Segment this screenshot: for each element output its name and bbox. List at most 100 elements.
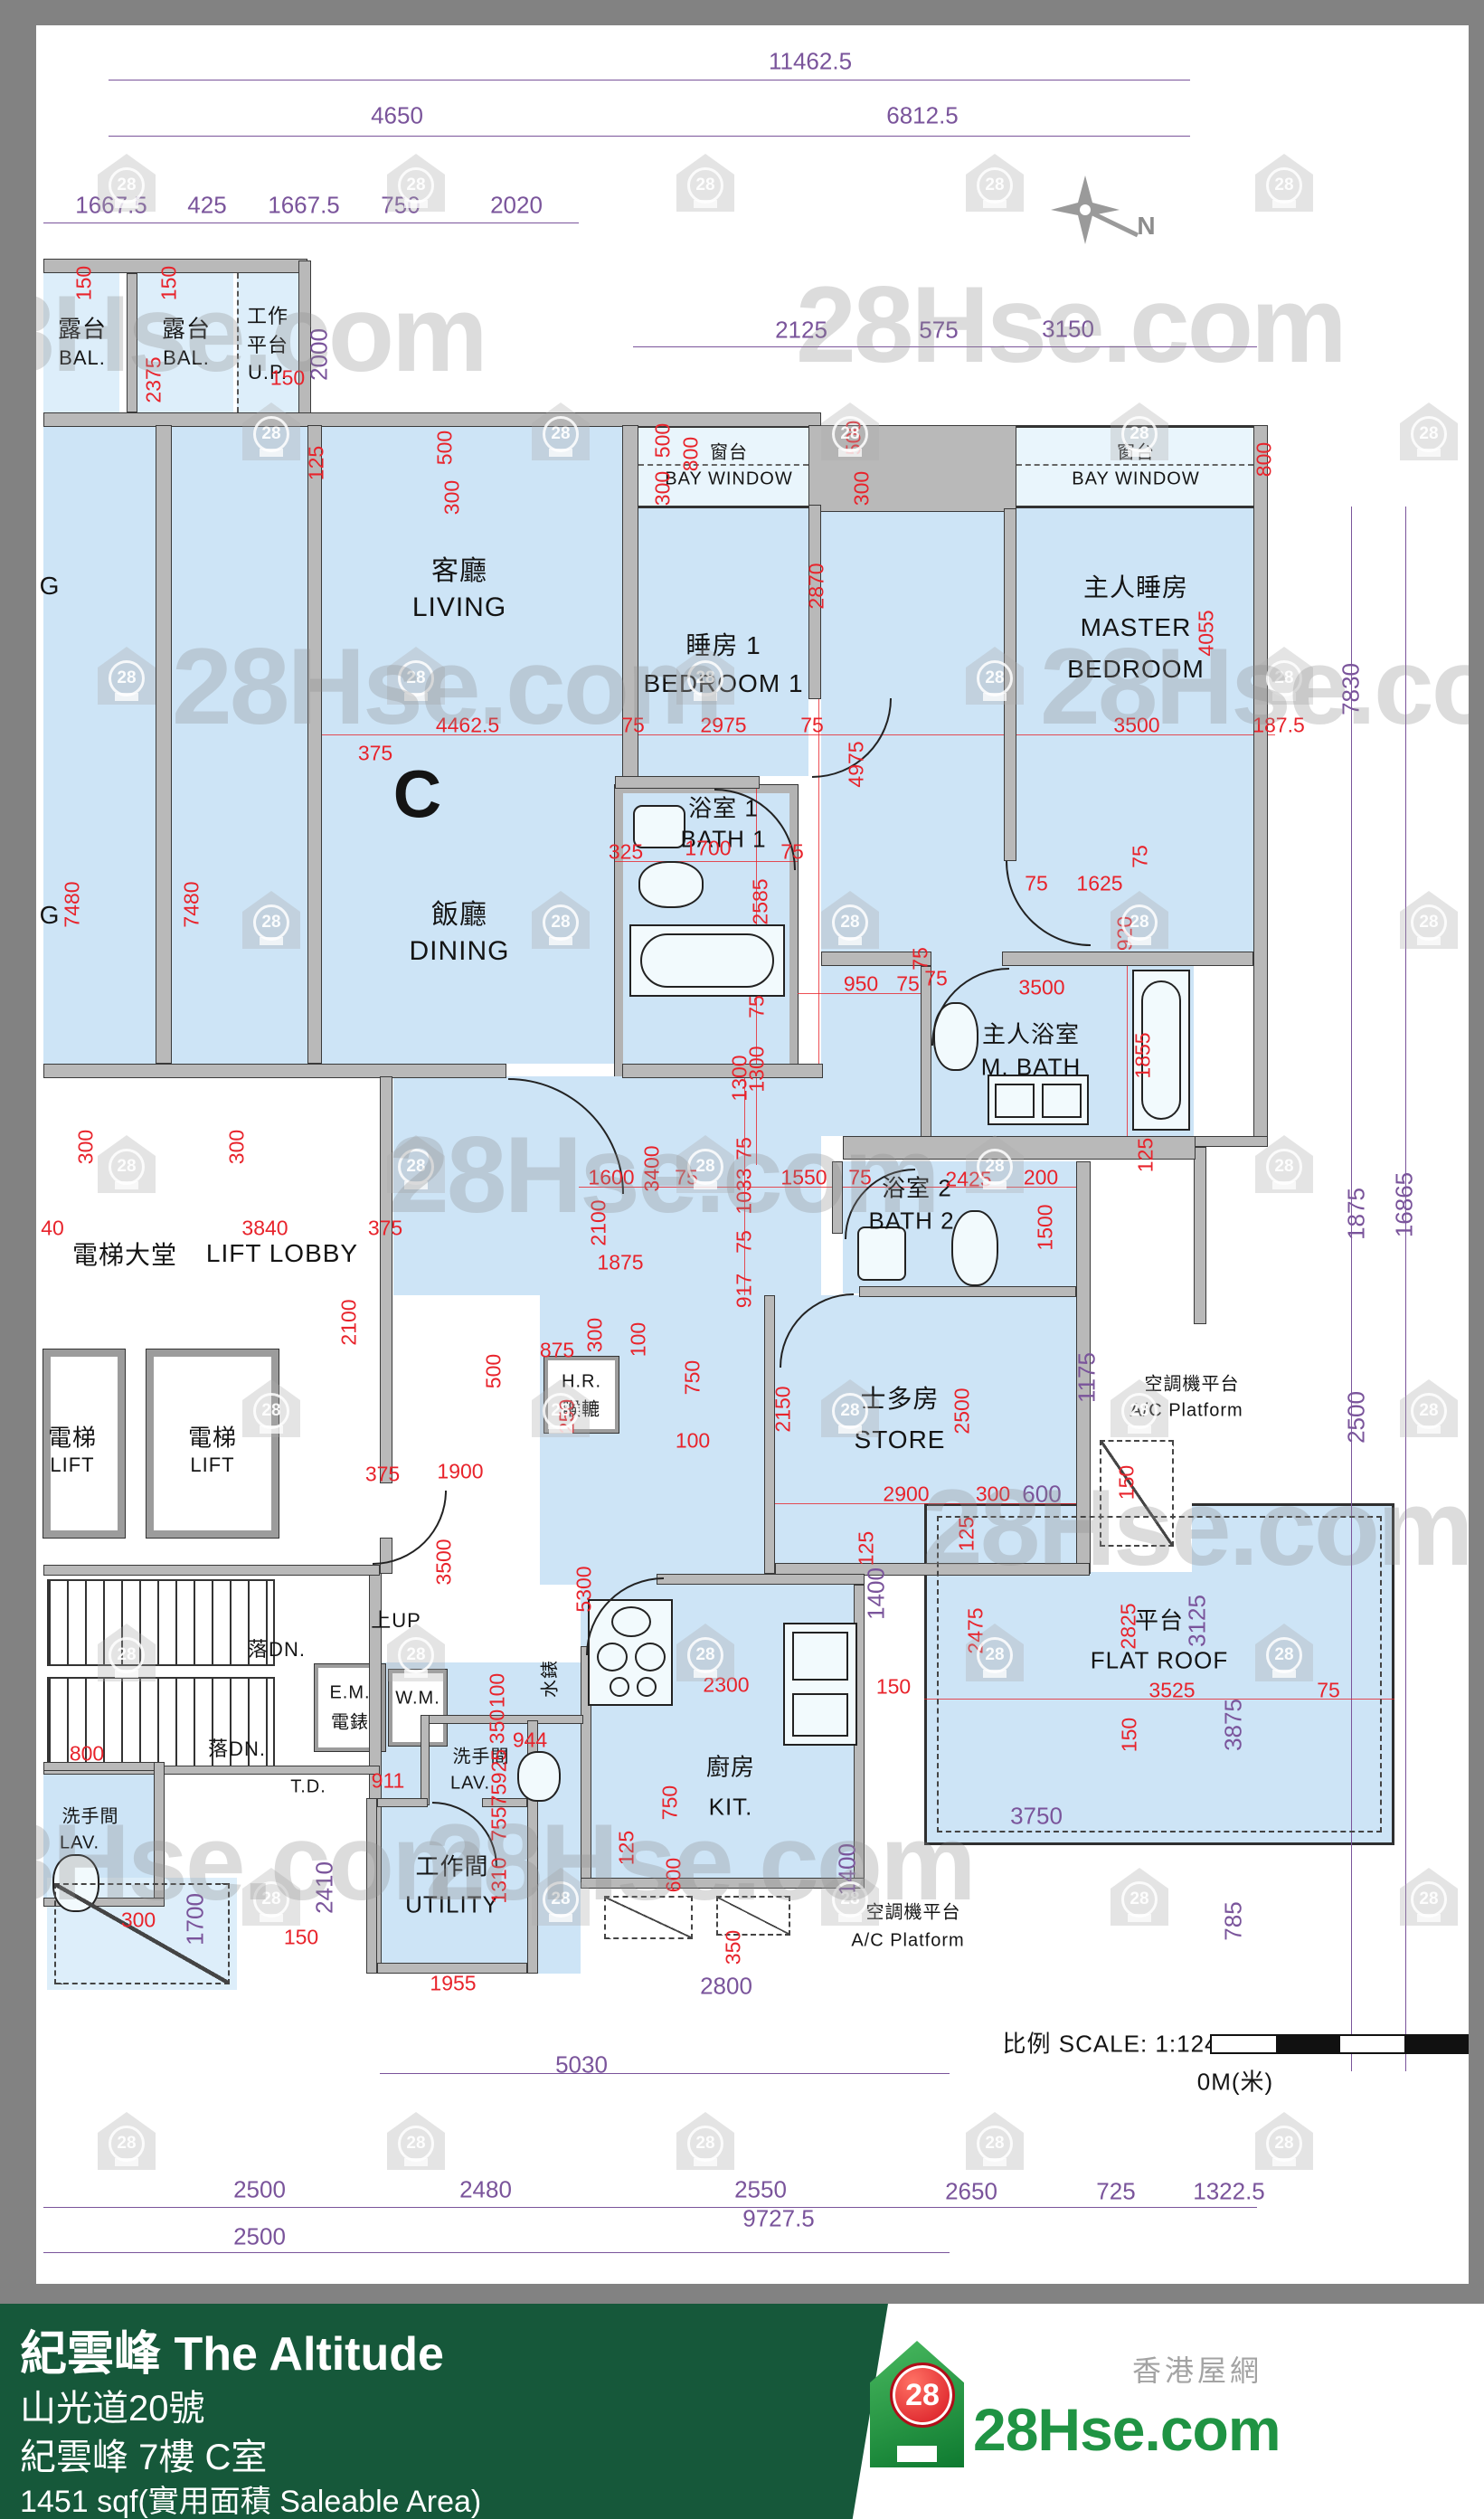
dim-label-purple: 1667.5 (268, 191, 340, 219)
c: 28 (687, 166, 723, 204)
c: 28 (1411, 415, 1447, 452)
wall (127, 273, 137, 412)
c: 28 (398, 2125, 434, 2162)
rline (317, 734, 1275, 735)
acr-label-zh: 空調機平台 (1144, 1374, 1240, 1395)
dim-label-red: 911 (371, 1768, 405, 1793)
wall (764, 1295, 775, 1574)
mbath-label-zh: 主人浴室 (981, 1020, 1081, 1048)
dim-label-red: 150 (1114, 1464, 1139, 1501)
dim-label-red: 150 (156, 265, 181, 301)
watermark-28-house-icon: 28 (242, 1868, 300, 1926)
dim-label-red: 125 (1133, 1137, 1158, 1173)
dr (260, 1914, 283, 1922)
hr-label-zh: 喉轆 (562, 1399, 600, 1420)
balcony2-label-en: BAL. (163, 346, 210, 369)
dim-label-red: 925 (487, 1748, 511, 1785)
em-label-en: E.M. (329, 1682, 371, 1703)
wall (1253, 425, 1268, 1143)
dim-label-red: 2150 (770, 1386, 795, 1433)
wall (1004, 508, 1016, 861)
dim-label-red: 4975 (844, 741, 868, 788)
dim-label-purple: 2500 (233, 2222, 286, 2250)
dim-label-purple: 785 (1219, 1901, 1247, 1941)
stairs-td-label: T.D. (290, 1776, 326, 1797)
watermark-28-house-icon: 28 (966, 154, 1024, 212)
wall (1194, 1136, 1268, 1147)
scale-bar (1210, 2034, 1470, 2054)
sb-b (1276, 2036, 1340, 2052)
dim-label-purple: 600 (1022, 1480, 1062, 1508)
wall (482, 1798, 527, 1807)
dim-label-red: 100 (485, 1672, 509, 1709)
dim-label-red: 75 (621, 713, 645, 737)
element (1080, 204, 1091, 215)
fxi (637, 1677, 657, 1697)
dr (838, 1914, 862, 1922)
wall (366, 1798, 377, 1974)
door (897, 2446, 937, 2462)
watermark-28-house-icon: 28 (1400, 1379, 1458, 1437)
lav1-label-zh: 洗手間 (452, 1747, 510, 1767)
dim-label-red: 2475 (963, 1607, 988, 1654)
lobby-label-zh: 電梯大堂 (71, 1241, 178, 1269)
dim-label-red: 300 (582, 1317, 607, 1353)
dr (1272, 200, 1296, 208)
dim-label-red: 3525 (1148, 1678, 1196, 1702)
lift2-label-en: LIFT (190, 1454, 235, 1476)
dim-label-red: 375 (367, 1216, 403, 1240)
dim-label-purple: 3875 (1219, 1699, 1247, 1751)
dim-label-red: 300 (975, 1482, 1011, 1506)
dim-label-red: 75 (848, 1165, 872, 1189)
store-label-en: STORE (854, 1425, 946, 1454)
dim-label-red: 325 (608, 839, 644, 864)
dim-label-red: 875 (539, 1338, 575, 1362)
rline (1127, 966, 1128, 1138)
kitchen-sink (783, 1623, 857, 1746)
dim-label-red: 2100 (336, 1299, 361, 1346)
rline (579, 1187, 1076, 1188)
kitchen-label-zh: 廚房 (705, 1753, 756, 1781)
dim-label-red: 2585 (748, 878, 772, 925)
kitchen-label-en: KIT. (708, 1793, 753, 1821)
watermark-28-house-icon: 28 (676, 2112, 734, 2170)
room-utility-platform (237, 273, 298, 412)
room-living-dining (322, 425, 622, 1064)
bay2-label-zh: 窗台 (1117, 442, 1155, 463)
dim-label-red: 250 (554, 1398, 579, 1435)
dim-label-red: 75 (924, 966, 948, 990)
acb-label-en: A/C Platform (851, 1930, 965, 1951)
dr (1417, 1425, 1441, 1434)
dim-label-red: 3500 (1113, 713, 1160, 737)
unit-letter: C (392, 756, 443, 832)
bedroom1-label-zh: 睡房 1 (685, 631, 761, 659)
bay1-label-zh: 窗台 (710, 442, 748, 463)
rline (615, 861, 798, 862)
bath1-label-zh: 浴室 1 (688, 794, 759, 822)
c: 28 (687, 2125, 723, 2162)
ac-unit-left (54, 1883, 230, 1984)
dim-label-red: 1955 (430, 1971, 477, 1995)
dim-label-red: 75 (732, 1230, 756, 1254)
mbath-sinks (988, 1075, 1089, 1125)
room-corridor2 (540, 1295, 773, 1585)
dim-label-red: 300 (120, 1908, 156, 1932)
dim-label-red: 150 (875, 1674, 912, 1699)
c: 28 (977, 2125, 1013, 2162)
dr (115, 2158, 138, 2166)
bay-window-1 (638, 425, 808, 508)
sb-b (1404, 2036, 1469, 2052)
dim-label-purple: 2650 (945, 2177, 997, 2205)
dr (1128, 1914, 1151, 1922)
ac-unit-kitchen-1 (604, 1896, 693, 1939)
sb-w (1212, 2036, 1276, 2052)
dim-label-red: 575 (487, 1783, 511, 1819)
balcony1-label-en: BAL. (59, 346, 106, 369)
dim-label-red: 2100 (586, 1199, 610, 1246)
dim-label-red: 350 (721, 1929, 745, 1965)
lift-2-box (146, 1349, 279, 1539)
c: 28 (1411, 904, 1447, 941)
wall (307, 425, 322, 1064)
watermark-28-house-icon: 28 (1400, 402, 1458, 460)
up-label-zh2: 平台 (246, 334, 289, 356)
